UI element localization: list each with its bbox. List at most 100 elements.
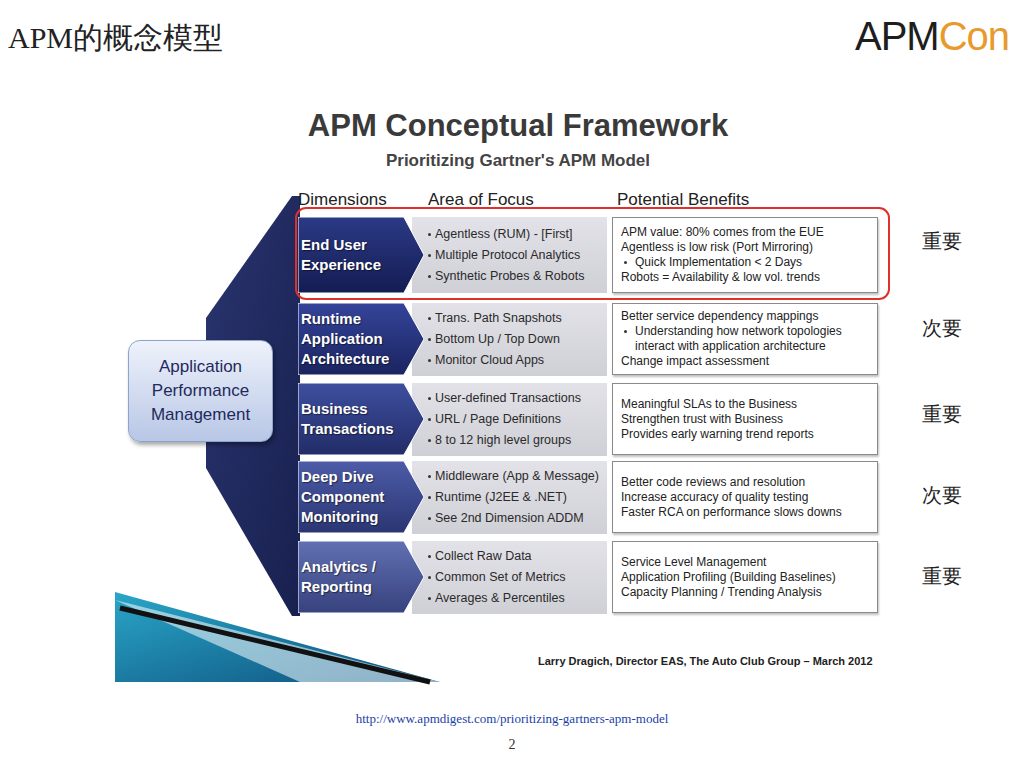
image-ground <box>115 100 905 682</box>
focus-item: Agentless (RUM) - [First] <box>428 224 603 245</box>
focus-text: Trans. Path Snapshots <box>435 311 562 325</box>
bullet-dot <box>428 517 431 520</box>
benefit-item: Provides early warning trend reports <box>621 427 871 442</box>
focus-text: Common Set of Metrics <box>435 570 566 584</box>
logo-text: APM <box>855 14 939 59</box>
focus-box: User-defined TransactionsURL / Page Defi… <box>412 383 607 456</box>
dimension-chevron: Runtime Application Architecture <box>298 303 424 375</box>
bullet-dot <box>428 233 431 236</box>
bullet-dot <box>428 576 431 579</box>
focus-text: Monitor Cloud Apps <box>435 353 544 367</box>
benefit-text: APM value: 80% comes from the EUE <box>621 225 824 239</box>
focus-box: Agentless (RUM) - [First] Multiple Protoc… <box>412 217 607 293</box>
focus-text: Runtime (J2EE & .NET) <box>435 490 567 504</box>
benefit-item: Application Profiling (Building Baseline… <box>621 570 871 585</box>
dimension-name: Business Transactions <box>301 399 402 439</box>
benefit-text: Service Level Management <box>621 555 766 569</box>
focus-text: Synthetic Probes & Robots <box>435 269 584 283</box>
focus-text: See 2nd Dimension ADDM <box>435 511 584 525</box>
focus-text: Multiple Protocol Analytics <box>435 248 580 262</box>
benefit-item: Capacity Planning / Trending Analysis <box>621 585 871 600</box>
focus-item: User-defined Transactions <box>428 388 603 409</box>
image-title: APM Conceptual Framework <box>278 108 758 144</box>
focus-text: URL / Page Definitions <box>435 412 561 426</box>
bullet-dot <box>428 254 431 257</box>
benefit-box: Service Level ManagementApplication Prof… <box>612 541 878 613</box>
bullet-dot <box>428 555 431 558</box>
focus-item: Common Set of Metrics <box>428 567 603 588</box>
column-header: Potential Benefits <box>617 190 749 210</box>
dimension-chevron: Business Transactions <box>298 383 424 455</box>
dimension-chevron: End User Experience <box>298 217 424 293</box>
focus-item: Monitor Cloud Apps <box>428 350 603 371</box>
benefit-item: Understanding how network topologies int… <box>621 324 871 354</box>
focus-text: Collect Raw Data <box>435 549 532 563</box>
benefit-text: Agentless is low risk (Port Mirroring) <box>621 240 813 254</box>
benefit-text: Increase accuracy of quality testing <box>621 490 808 504</box>
focus-box: Middleware (App & Message) Runtime (J2EE … <box>412 461 607 534</box>
benefit-box: Better service dependency mappingsUnders… <box>612 303 878 375</box>
benefit-text: Application Profiling (Building Baseline… <box>621 570 836 584</box>
bullet-dot <box>428 359 431 362</box>
benefit-text: Robots = Availability & low vol. trends <box>621 270 820 284</box>
benefit-text: Meaningful SLAs to the Business <box>621 397 797 411</box>
logo: APMCon <box>855 14 1009 59</box>
benefit-text: Better code reviews and resolution <box>621 475 805 489</box>
benefit-item: APM value: 80% comes from the EUE <box>621 225 871 240</box>
priority-note: 重要 <box>922 401 962 428</box>
benefit-item: Service Level Management <box>621 555 871 570</box>
benefit-item: Increase accuracy of quality testing <box>621 490 871 505</box>
apm-box: Application Performance Management <box>128 340 273 442</box>
benefit-text: Better service dependency mappings <box>621 309 818 323</box>
bullet-dot <box>428 275 431 278</box>
benefit-text: Capacity Planning / Trending Analysis <box>621 585 822 599</box>
node-title: Application Performance Management <box>137 355 264 427</box>
benefit-item: Meaningful SLAs to the Business <box>621 397 871 412</box>
focus-item: Averages & Percentiles <box>428 588 603 609</box>
bullet-dot <box>624 330 627 333</box>
dimension-name: Analytics / Reporting <box>301 557 402 597</box>
benefit-box: APM value: 80% comes from the EUEAgentle… <box>612 217 878 293</box>
dimension-chevron: Analytics / Reporting <box>298 541 424 613</box>
priority-note: 重要 <box>922 228 962 255</box>
benefit-item: Better code reviews and resolution <box>621 475 871 490</box>
focus-item: Middleware (App & Message) <box>428 466 603 487</box>
benefit-text: Faster RCA on performance slows downs <box>621 505 842 519</box>
slide-title: APM的概念模型 <box>8 18 223 59</box>
focus-item: Bottom Up / Top Down <box>428 329 603 350</box>
bullet-dot <box>428 496 431 499</box>
benefit-box: Meaningful SLAs to the BusinessStrengthe… <box>612 383 878 455</box>
benefit-item: Better service dependency mappings <box>621 309 871 324</box>
benefit-item: Agentless is low risk (Port Mirroring) <box>621 240 871 255</box>
focus-text: Averages & Percentiles <box>435 591 565 605</box>
page-number: 2 <box>492 737 532 753</box>
focus-text: User-defined Transactions <box>435 391 581 405</box>
bullet-dot <box>428 338 431 341</box>
highlight-outline <box>296 208 889 299</box>
benefit-item: Change impact assessment <box>621 354 871 369</box>
dimension-chevron: Deep Dive Component Monitoring <box>298 461 424 533</box>
dimension-name: End User Experience <box>301 235 402 275</box>
benefit-item: Robots = Availability & low vol. trends <box>621 270 871 285</box>
chevron-shape <box>298 217 424 293</box>
priority-note: 次要 <box>922 315 962 342</box>
focus-item: Trans. Path Snapshots <box>428 308 603 329</box>
focus-text: 8 to 12 high level groups <box>435 433 571 447</box>
benefit-text: Provides early warning trend reports <box>621 427 814 441</box>
focus-item: URL / Page Definitions <box>428 409 603 430</box>
dimension-name: Runtime Application Architecture <box>301 309 402 369</box>
logo-text: Con <box>939 14 1009 59</box>
focus-text: Bottom Up / Top Down <box>435 332 560 346</box>
bullet-dot <box>428 317 431 320</box>
benefit-item: Faster RCA on performance slows downs <box>621 505 871 520</box>
image-subtitle: Prioritizing Gartner's APM Model <box>318 151 718 171</box>
chevron-shape <box>298 541 424 613</box>
credit: Larry Dragich, Director EAS, The Auto Cl… <box>538 655 873 667</box>
benefit-text: Strengthen trust with Business <box>621 412 783 426</box>
priority-note: 重要 <box>922 563 962 590</box>
focus-item: Synthetic Probes & Robots <box>428 266 603 287</box>
focus-box: Collect Raw DataCommon Set of MetricsAve… <box>412 541 607 614</box>
swoosh-line <box>120 608 430 682</box>
dimension-name: Deep Dive Component Monitoring <box>301 467 402 527</box>
chevron-shape <box>298 383 424 455</box>
